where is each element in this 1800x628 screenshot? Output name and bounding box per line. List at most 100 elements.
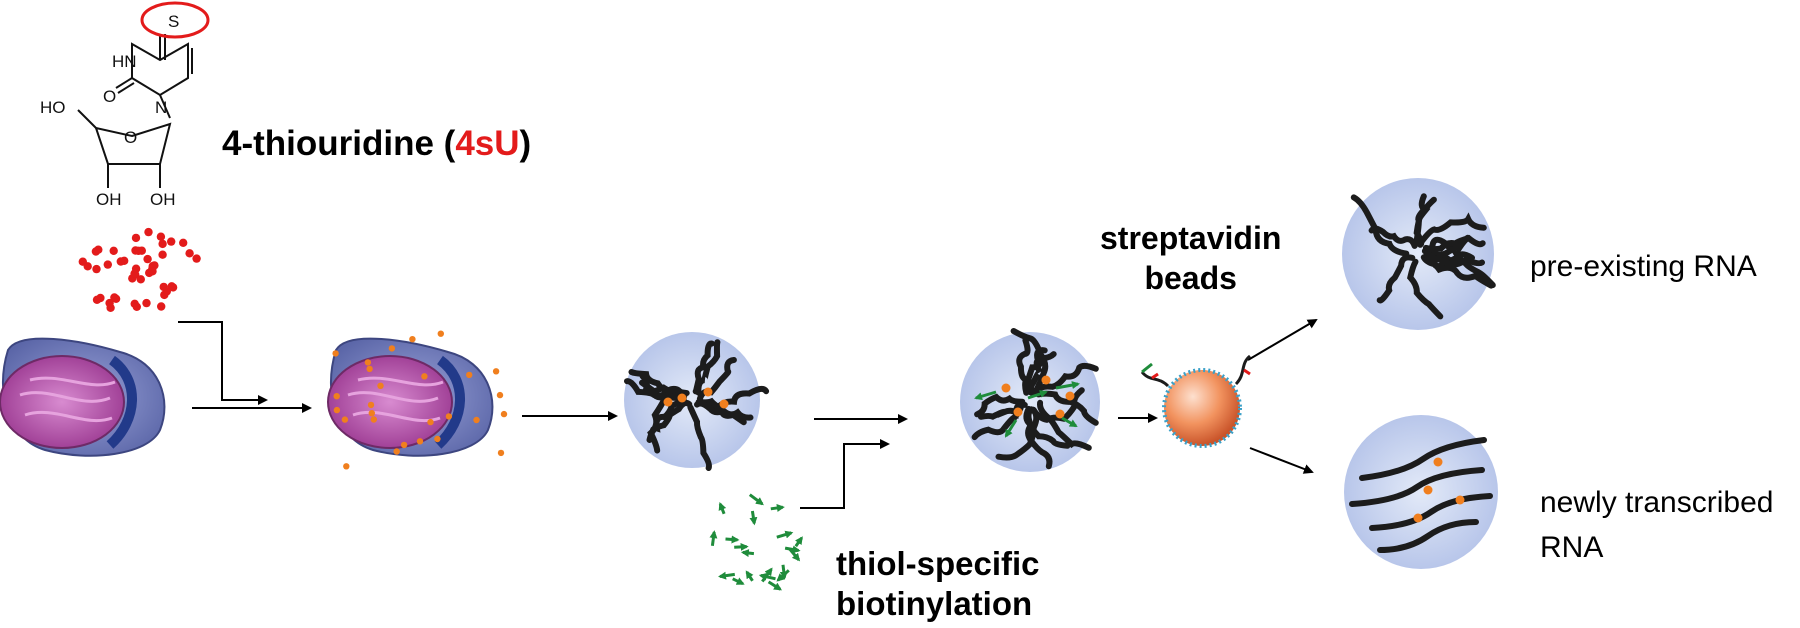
biotin-reagent-arrow xyxy=(770,504,785,512)
rna-strand xyxy=(698,385,770,411)
sulfur-highlight-circle xyxy=(140,1,210,39)
orange-4su-dot xyxy=(434,435,441,443)
rna-strand xyxy=(1035,390,1099,426)
rna-strand xyxy=(974,393,1026,418)
biotin-reagent-arrow xyxy=(725,535,740,544)
orange-4su-dot xyxy=(445,413,453,420)
labeled-rna-dot xyxy=(1455,495,1465,505)
biotin-tags-on-rna xyxy=(974,381,1080,438)
thiouridine-structure xyxy=(77,34,193,188)
ho-5prime-label: HO xyxy=(40,98,66,117)
rna-strand xyxy=(1350,194,1410,257)
incorporated-4su-dots xyxy=(332,330,508,470)
rna-strand xyxy=(1424,254,1496,289)
ring-o-label: O xyxy=(124,128,137,147)
red-4su-dot xyxy=(142,298,151,308)
labeled-rna-dot xyxy=(1041,375,1051,385)
newly-transcribed-rna-sphere xyxy=(1344,415,1498,569)
red-4su-dot xyxy=(131,264,141,273)
biotin-reagent-arrow xyxy=(758,572,776,581)
orange-4su-dot xyxy=(473,416,480,424)
labeled-rna-dot xyxy=(1001,383,1011,393)
red-4su-dot xyxy=(158,239,167,249)
orange-4su-dot xyxy=(333,393,340,400)
biotin-reagent-cloud xyxy=(709,493,803,591)
biotin-reagent-arrow xyxy=(745,570,754,582)
4su-dot-cloud xyxy=(78,227,201,312)
rna-strand xyxy=(639,379,690,397)
red-4su-dot xyxy=(192,254,201,263)
red-4su-dot xyxy=(116,257,126,266)
red-4su-dot xyxy=(134,246,143,255)
nh-atom-label: HN xyxy=(112,52,137,71)
orange-4su-dot xyxy=(364,359,372,366)
pre-existing-rna-label: pre-existing RNA xyxy=(1530,250,1757,283)
rna-strand xyxy=(1418,212,1487,245)
orange-4su-dot xyxy=(500,410,508,418)
biotin-reagent-arrow xyxy=(709,530,718,546)
labeled-rna-dot xyxy=(1065,391,1075,401)
labeled-rna-dot xyxy=(1055,409,1065,419)
new-rna-strand xyxy=(1377,519,1479,553)
orange-4su-dot xyxy=(367,401,375,409)
orange-4su-dot xyxy=(332,350,339,357)
orange-4su-dot xyxy=(496,391,504,399)
orange-4su-dot xyxy=(416,438,424,445)
workflow-arrows xyxy=(178,318,1318,509)
biotin-reagent-arrow xyxy=(748,493,764,506)
red-4su-dot xyxy=(103,260,113,269)
orange-4su-dot xyxy=(368,410,375,417)
labeled-rna-dot xyxy=(1423,485,1433,495)
streptavidin-bead xyxy=(1140,354,1252,448)
red-4su-dot xyxy=(131,233,141,243)
labeled-rna-dot xyxy=(719,399,729,409)
labeled-rna-dot xyxy=(663,397,673,407)
biotin-reagent-arrow xyxy=(718,502,727,515)
biotin-tag-arrow xyxy=(1061,416,1078,428)
new-rna-strand xyxy=(1369,493,1493,531)
orange-4su-dot xyxy=(421,373,428,380)
sulfur-atom-label: S xyxy=(168,12,179,31)
rna-strand xyxy=(1425,251,1495,289)
red-4su-dot xyxy=(148,267,157,276)
red-4su-dot xyxy=(167,237,176,246)
oh-3prime-label: OH xyxy=(96,190,122,209)
biotin-tag-arrow xyxy=(1055,381,1080,390)
biotin-reagent-arrow xyxy=(788,547,801,562)
labeled-rna-dot xyxy=(1013,407,1023,417)
labeled-rna-dot xyxy=(1413,513,1423,523)
thiouridine-title: 4-thiouridine (4sU) xyxy=(222,124,532,163)
rna-tangle-total xyxy=(624,339,770,471)
labeled-rna-dots xyxy=(663,375,1465,523)
rna-strand xyxy=(1034,362,1099,397)
red-4su-dot xyxy=(92,264,101,274)
red-4su-dot xyxy=(132,302,141,311)
rna-strand xyxy=(1016,337,1031,396)
red-4su-dot xyxy=(92,295,102,304)
red-4su-dot xyxy=(109,246,118,255)
rna-strand xyxy=(995,406,1040,461)
biotin-tag-arrow xyxy=(974,390,997,401)
red-4su-dot xyxy=(185,249,194,258)
labeled-rna-dot xyxy=(677,393,687,403)
orange-4su-dot xyxy=(388,345,396,352)
rna-strand xyxy=(687,404,712,471)
biotin-tag-arrow xyxy=(1004,419,1018,438)
biotin-reagent-arrow xyxy=(740,549,755,558)
rna-strand xyxy=(1407,258,1444,320)
orange-4su-dot xyxy=(377,382,384,389)
biotin-reagent-arrow xyxy=(718,571,736,580)
orange-4su-dot xyxy=(370,416,377,423)
orange-4su-dot xyxy=(400,441,408,449)
orange-4su-dot xyxy=(343,463,350,470)
rna-strand xyxy=(1422,234,1486,253)
red-4su-dot xyxy=(162,287,171,296)
red-4su-dot xyxy=(94,245,103,254)
pre-existing-rna-sphere xyxy=(1342,178,1494,330)
orange-4su-dot xyxy=(497,449,505,457)
total-rna-extract-sphere xyxy=(624,332,760,468)
